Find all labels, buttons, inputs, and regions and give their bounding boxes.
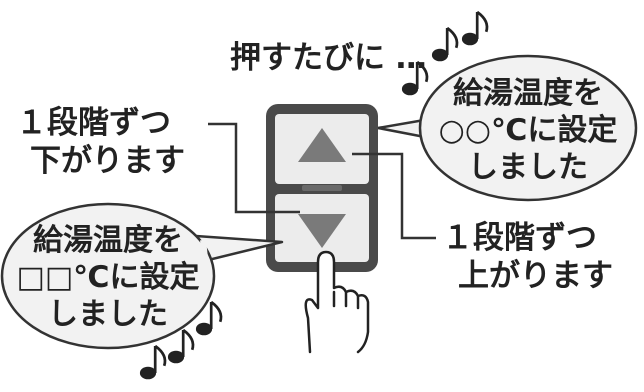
music-note-icon	[461, 10, 489, 46]
bubble-left-line2: □□℃に設定	[16, 260, 199, 295]
music-note-icon	[401, 60, 429, 96]
up-button[interactable]	[275, 114, 369, 184]
pointing-finger-icon	[304, 250, 370, 354]
bubble-right-line1: 給湯温度を	[453, 76, 603, 111]
intro-text: 押すたびに …	[230, 40, 427, 76]
bubble-left-line1: 給湯温度を	[33, 223, 183, 258]
up-leader-line	[352, 152, 436, 240]
up-label-line2: 上がります	[458, 258, 613, 294]
music-notes-top	[401, 10, 489, 96]
speech-bubble-left: 給湯温度を □□℃に設定 しました	[0, 202, 284, 350]
triangle-up-icon	[298, 128, 346, 162]
down-label-line2: 下がります	[30, 143, 185, 179]
up-label-line1: １段階ずつ	[442, 220, 597, 256]
bubble-right-line2: ○○℃に設定	[439, 113, 618, 148]
music-note-icon	[195, 300, 223, 336]
bubble-left-line3: しました	[48, 297, 168, 332]
down-label-line1: １段階ずつ	[16, 105, 171, 141]
triangle-down-icon	[298, 214, 346, 248]
down-leader-line	[208, 122, 300, 214]
down-button[interactable]	[275, 194, 369, 262]
music-note-icon	[167, 328, 195, 364]
bubble-right-line3: しました	[468, 150, 588, 185]
music-note-icon	[139, 344, 167, 380]
music-note-icon	[431, 26, 459, 62]
indicator-bar	[302, 185, 342, 191]
speech-bubble-right: 給湯温度を ○○℃に設定 しました	[376, 54, 638, 202]
music-notes-bottom	[139, 300, 223, 380]
